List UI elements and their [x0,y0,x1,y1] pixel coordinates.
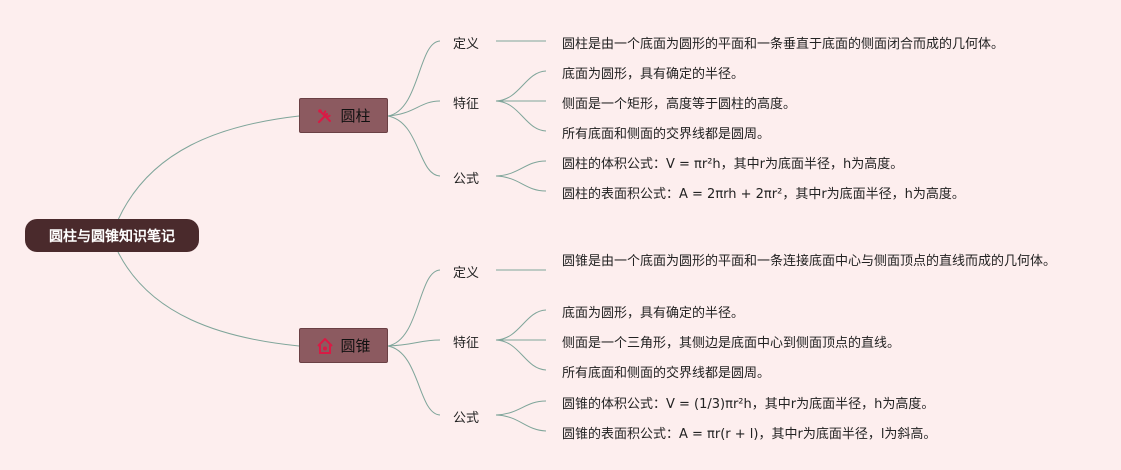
subtopic-formulas[interactable]: 公式 [453,172,480,187]
leaf-formula[interactable]: 圆锥的体积公式：V = (1/3)πr²h，其中r为底面半径，h为高度。 [562,397,935,412]
leaf-definition[interactable]: 圆柱是由一个底面为圆形的平面和一条垂直于底面的侧面闭合而成的几何体。 [562,37,1005,52]
subtopic-features[interactable]: 特征 [453,336,480,351]
leaf-formula[interactable]: 圆柱的表面积公式：A = 2πrh + 2πr²，其中r为底面半径，h为高度。 [562,187,965,202]
subtopic-formulas[interactable]: 公式 [453,411,480,426]
tools-icon [318,108,332,123]
home-icon [317,337,334,354]
leaf-feature[interactable]: 底面为圆形，具有确定的半径。 [562,67,745,82]
leaf-formula[interactable]: 圆锥的表面积公式：A = πr(r + l)，其中r为底面半径，l为斜高。 [562,427,937,442]
topic-cylinder[interactable]: 圆柱 [299,98,388,133]
root-node[interactable]: 圆柱与圆锥知识笔记 [25,219,199,252]
subtopic-features[interactable]: 特征 [453,97,480,112]
topic-label: 圆柱 [340,107,371,125]
root-title: 圆柱与圆锥知识笔记 [49,228,175,245]
topic-cone[interactable]: 圆锥 [299,328,388,363]
topic-label: 圆锥 [340,337,371,355]
leaf-feature[interactable]: 侧面是一个三角形，其侧边是底面中心到侧面顶点的直线。 [562,336,901,351]
leaf-feature[interactable]: 所有底面和侧面的交界线都是圆周。 [562,127,771,142]
leaf-feature[interactable]: 侧面是一个矩形，高度等于圆柱的高度。 [562,97,797,112]
subtopic-definition[interactable]: 定义 [453,266,480,281]
leaf-feature[interactable]: 所有底面和侧面的交界线都是圆周。 [562,366,771,381]
leaf-definition[interactable]: 圆锥是由一个底面为圆形的平面和一条连接底面中心与侧面顶点的直线而成的几何体。 [562,254,1057,269]
leaf-formula[interactable]: 圆柱的体积公式：V = πr²h，其中r为底面半径，h为高度。 [562,157,904,172]
leaf-feature[interactable]: 底面为圆形，具有确定的半径。 [562,306,745,321]
subtopic-definition[interactable]: 定义 [453,37,480,52]
